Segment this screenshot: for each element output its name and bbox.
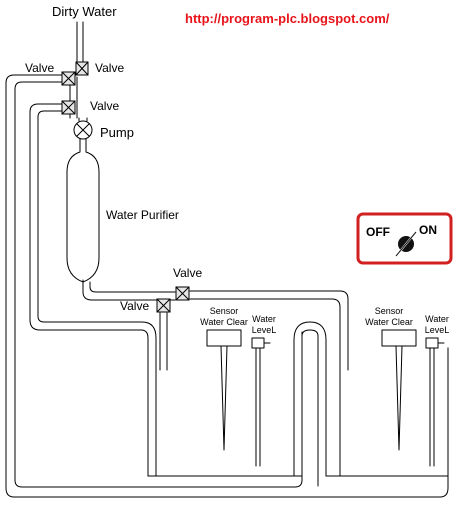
water-purifier-label: Water Purifier [106, 208, 179, 222]
off-on-toggle[interactable] [358, 214, 451, 263]
sensor-2-label: Sensor Water Clear [361, 306, 417, 328]
valve-label-left: Valve [25, 61, 55, 75]
sensor-1-label-line2: Water Clear [200, 317, 248, 327]
blog-url: http://program-plc.blogspot.com/ [185, 11, 390, 26]
valve-middle [61, 100, 76, 115]
sensor-2-label-line1: Sensor [374, 306, 404, 316]
tank-1 [147, 321, 449, 487]
water-purifier-vessel [66, 147, 100, 283]
switch-off-label: OFF [366, 225, 390, 239]
valve-label-middle: Valve [90, 99, 120, 113]
valve-top-right [75, 61, 89, 76]
level-1-label-line2: LeveL [251, 325, 277, 335]
valve-label-lower-left: Valve [120, 299, 150, 313]
level-1-label-line1: Water [252, 314, 276, 324]
sensor-water-clear-2 [381, 329, 417, 451]
valve-lower-top [175, 286, 190, 301]
sensor-water-clear-1 [206, 329, 242, 451]
level-1-label: Water LeveL [248, 314, 280, 336]
level-2-label: Water LeveL [421, 314, 453, 336]
switch-on-label: ON [419, 223, 437, 237]
lower-valve-drop [159, 312, 168, 371]
sensor-1-label-line1: Sensor [209, 306, 239, 316]
sensor-1-label: Sensor Water Clear [196, 306, 252, 328]
level-2-label-line2: LeveL [424, 325, 450, 335]
pump-symbol [73, 117, 93, 149]
water-level-sensor-2 [425, 337, 445, 467]
inlet-pipe [76, 21, 84, 63]
off-on-switch-icon [356, 212, 453, 265]
valve-label-right: Valve [95, 61, 125, 75]
water-level-sensor-1 [251, 337, 271, 467]
outer-return-pipe [5, 74, 449, 498]
purifier-outlet-pipe [82, 279, 349, 371]
valve-lower-left [156, 298, 171, 313]
dirty-water-label: Dirty Water [52, 4, 117, 19]
pump-label: Pump [100, 125, 134, 140]
valve-top-left [61, 71, 76, 86]
tank-2 [339, 347, 449, 477]
valve-label-lower-top: Valve [173, 266, 203, 280]
sensor-2-label-line2: Water Clear [365, 317, 413, 327]
inner-loop-pipe [29, 103, 157, 477]
level-2-label-line1: Water [425, 314, 449, 324]
